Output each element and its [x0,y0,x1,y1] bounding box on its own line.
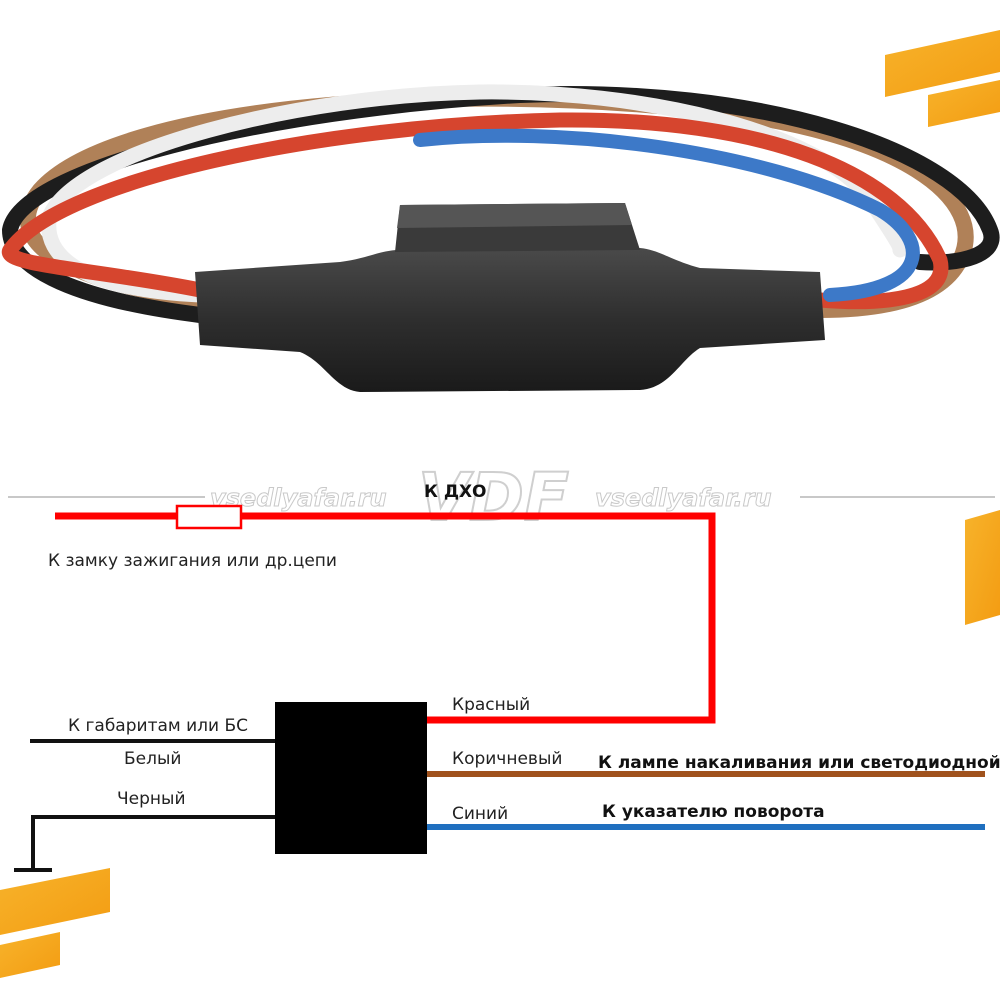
watermark-site-right: vsedlyafar.ru [595,484,772,512]
label-ignition: К замку зажигания или др.цепи [48,551,337,571]
photo-module-top-shade [397,203,632,228]
decor-stripes [0,30,1000,978]
label-red: Красный [452,695,530,715]
stripe-mid-right [965,510,1000,625]
label-turn: К указателю поворота [602,802,825,822]
label-drl: К ДХО [424,482,487,502]
watermark: vsedlyafar.ru vsedlyafar.ru VDF [8,458,995,537]
stripe-top-right-2 [928,80,1000,127]
photo-wire-blue [413,128,920,302]
photo-wire-white [41,84,908,303]
label-black: Черный [117,789,186,809]
black-wire [31,815,275,870]
label-parking: К габаритам или БС [68,716,248,736]
label-blue: Синий [452,804,508,824]
red-wire [55,512,716,724]
stripe-bottom-left-1 [0,868,110,935]
fuse [175,504,243,530]
label-lamp: К лампе накаливания или светодиодной [598,753,1000,773]
watermark-site-left: vsedlyafar.ru [210,484,387,512]
stripe-bottom-left-2 [0,932,60,978]
photo-module-body [195,248,825,392]
stripe-top-right-1 [885,30,1000,97]
watermark-logo: VDF [418,459,569,536]
module-box [275,702,427,854]
photo-wire-red [1,112,949,310]
label-white: Белый [124,749,181,769]
label-brown: Коричневый [452,749,562,769]
product-photo [1,84,1000,392]
diagram: К ДХО К замку зажигания или др.цепи Крас… [14,482,1000,872]
